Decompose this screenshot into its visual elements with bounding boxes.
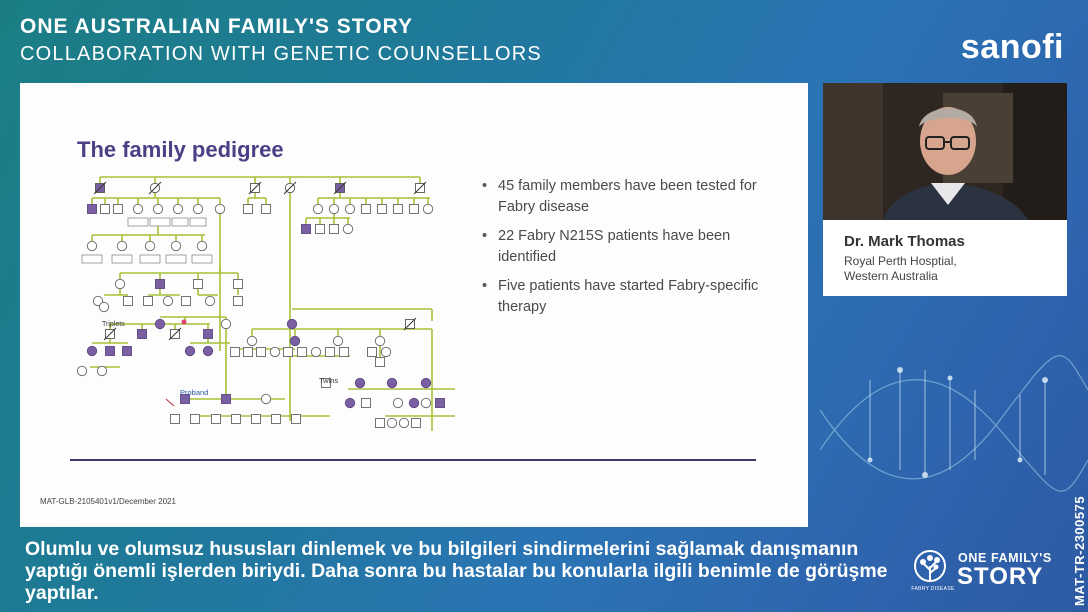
header-title: ONE AUSTRALIAN FAMILY'S STORY	[20, 15, 413, 38]
speaker-card: Dr. Mark Thomas Royal Perth Hosptial, We…	[823, 83, 1067, 296]
speaker-video-feed	[823, 83, 1067, 220]
pedigree-label-triplets: Triplets	[102, 321, 125, 328]
header-subtitle: COLLABORATION WITH GENETIC COUNSELLORS	[20, 43, 542, 65]
material-code-text: MAT-TR-2300575	[1072, 495, 1087, 606]
material-code: MAT-TR-2300575	[1068, 478, 1088, 608]
slide-title: The family pedigree	[77, 137, 284, 162]
program-title-line1: ONE FAMILY'S	[958, 551, 1052, 565]
speaker-affiliation-line2: Western Australia	[844, 269, 938, 283]
speaker-affiliation: Royal Perth Hosptial, Western Australia	[844, 254, 957, 284]
program-title-line2: STORY	[957, 563, 1044, 590]
family-pedigree-diagram: Triplets Proband Twins	[76, 176, 455, 431]
fd-logo-caption: FABRY DISEASE	[911, 586, 955, 592]
speaker-name: Dr. Mark Thomas	[844, 233, 965, 250]
slide-bullet-list: 45 family members have been tested for F…	[482, 176, 782, 326]
bullet-item: 45 family members have been tested for F…	[482, 176, 782, 217]
dna-helix-decoration	[820, 355, 1088, 492]
presentation-slide: The family pedigree	[20, 83, 808, 527]
slide-footnote: MAT-GLB-2105401v1/December 2021	[40, 497, 176, 506]
pedigree-label-twins: Twins	[319, 376, 338, 385]
sanofi-logo: sanofi	[960, 28, 1064, 66]
pedigree-label-proband: Proband	[180, 388, 208, 397]
bullet-item: Five patients have started Fabry-specifi…	[482, 276, 782, 317]
header: ONE AUSTRALIAN FAMILY'S STORY COLLABORAT…	[20, 14, 542, 67]
subtitle-caption: Olumlu ve olumsuz hususları dinlemek ve …	[25, 538, 888, 604]
slide-divider	[70, 459, 756, 461]
tree-icon	[914, 550, 946, 582]
bullet-item: 22 Fabry N215S patients have been identi…	[482, 226, 782, 267]
speaker-affiliation-line1: Royal Perth Hosptial,	[844, 254, 957, 268]
